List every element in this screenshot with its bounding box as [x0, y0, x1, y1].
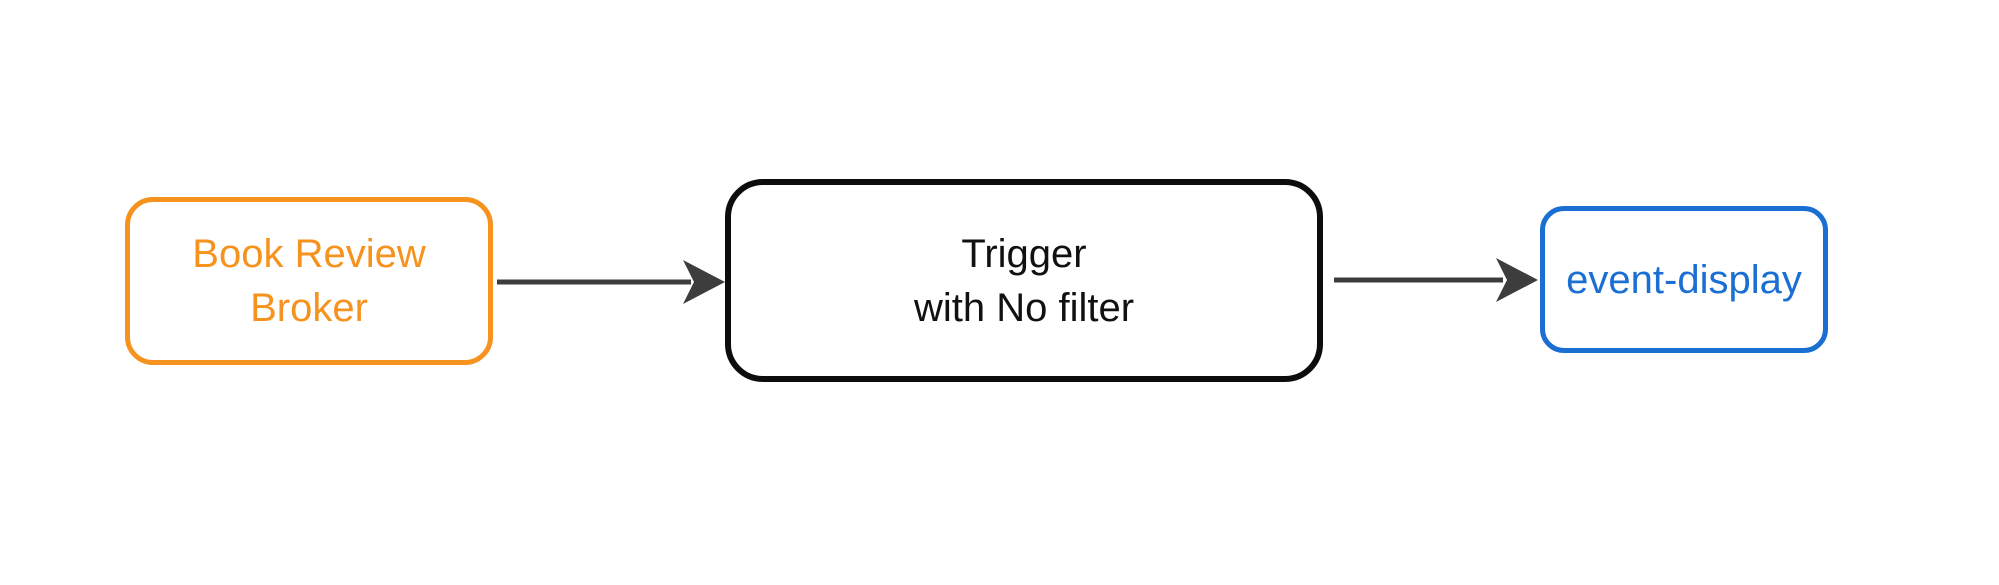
node-event-display: event-display [1540, 206, 1828, 353]
node-label-line: Book Review [192, 232, 426, 276]
edge-broker-to-trigger [497, 260, 725, 304]
edge-trigger-to-event-display [1334, 258, 1538, 302]
node-label-line: with No filter [913, 285, 1135, 330]
arrowhead-icon [683, 260, 725, 304]
node-label-line: Trigger [961, 231, 1087, 276]
node-label-line: event-display [1566, 257, 1802, 302]
node-trigger: Trigger with No filter [725, 179, 1323, 382]
arrowhead-icon [1496, 258, 1538, 302]
node-book-review-broker: Book Review Broker [125, 197, 493, 365]
node-label-line: Broker [250, 286, 368, 330]
